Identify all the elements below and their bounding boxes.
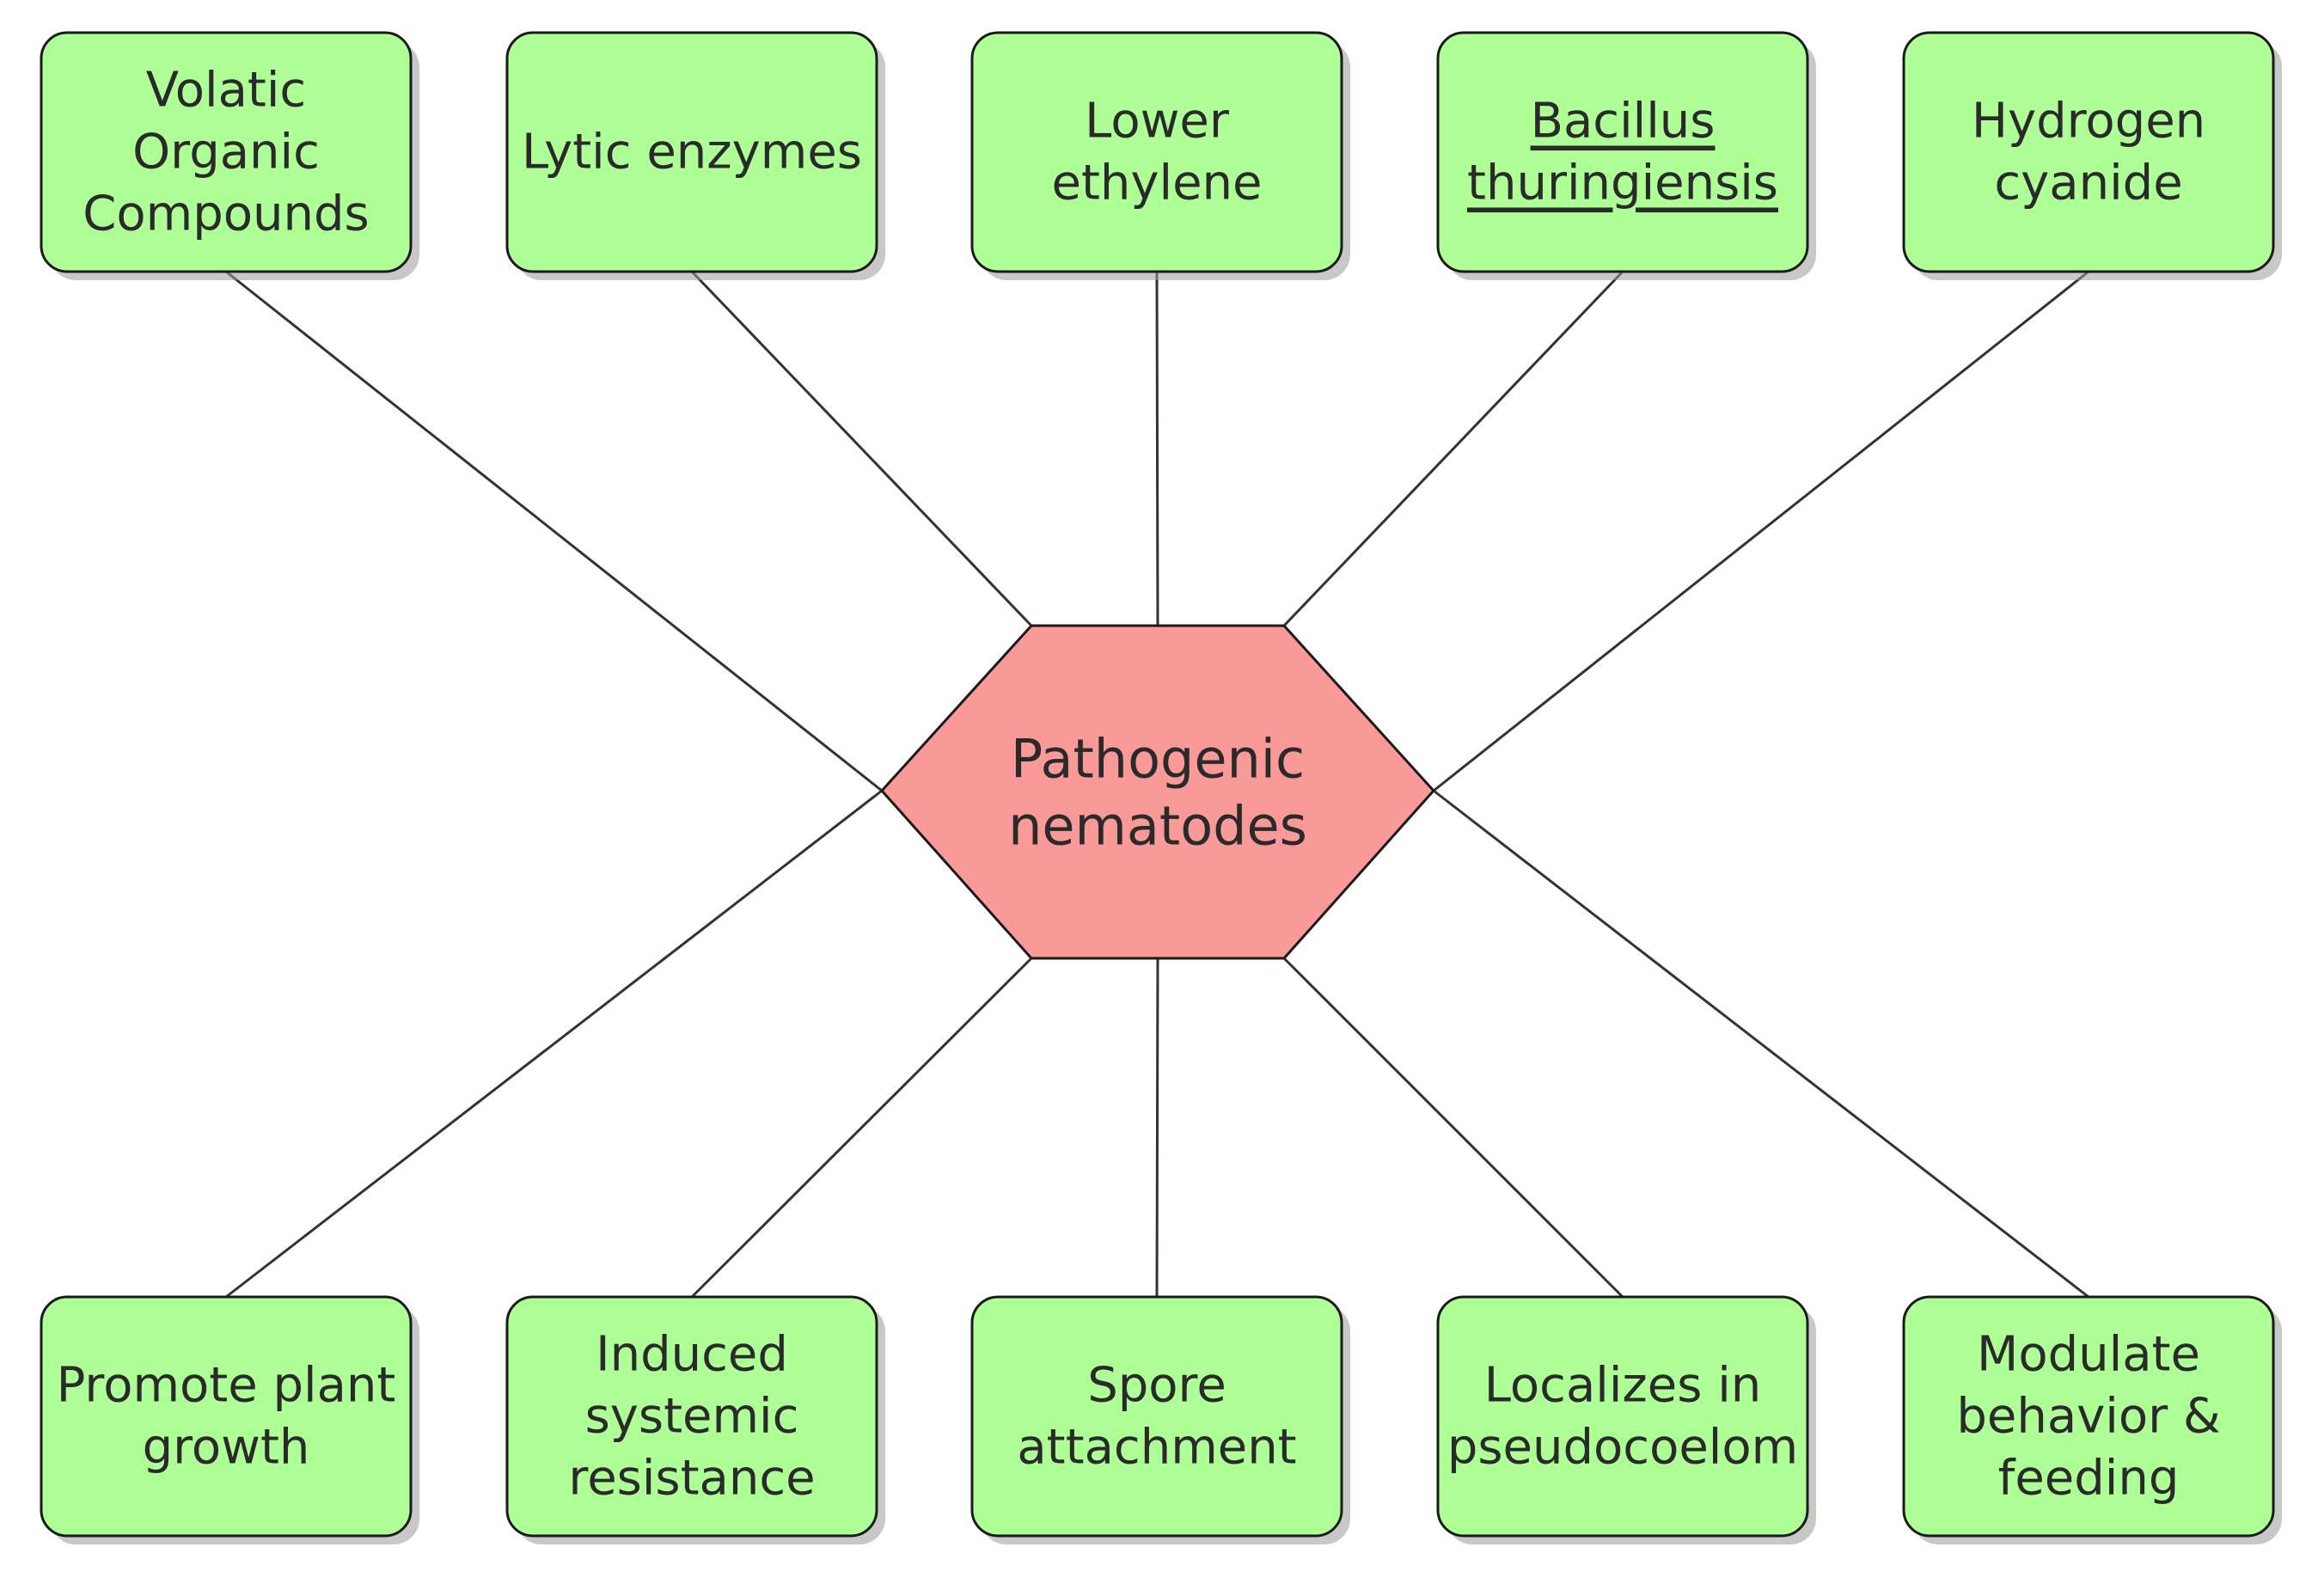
- box-rect-ethylene: [970, 31, 1343, 273]
- box-label-line: Lytic enzymes: [522, 125, 862, 180]
- box-rect-bt: [1436, 31, 1809, 273]
- connector-isr: [690, 957, 1033, 1299]
- connector-pseudocoelom: [1282, 957, 1624, 1299]
- box-rect-isr: [505, 1295, 878, 1538]
- box-label-line: feeding: [1998, 1451, 2180, 1507]
- box-label-line: thuringiensis: [1467, 156, 1778, 211]
- box-rect-pseudocoelom: [1436, 1295, 1809, 1538]
- box-label-line: Hydrogen: [1972, 94, 2205, 150]
- box-label-line: Lower: [1085, 94, 1230, 150]
- box-rect-spore: [970, 1295, 1343, 1538]
- box-rect-growth: [40, 1295, 413, 1538]
- box-label-line: pseudocoelom: [1447, 1420, 1798, 1476]
- center-label-line: nematodes: [1008, 795, 1307, 858]
- box-label-line: Compounds: [83, 187, 369, 242]
- box-label-line: growth: [143, 1420, 310, 1476]
- box-label-line: Organic: [132, 125, 320, 180]
- center-hexagon: [879, 624, 1436, 960]
- box-label-line: resistance: [568, 1451, 815, 1507]
- box-behavior: Modulate behavior & feeding: [1902, 1295, 2275, 1538]
- box-pseudocoelom: Localizes in pseudocoelom: [1436, 1295, 1809, 1538]
- box-label-line: behavior &: [1956, 1389, 2220, 1445]
- box-rect-behavior: [1902, 1295, 2275, 1538]
- box-growth: Promote plant growth: [40, 1295, 413, 1538]
- box-ethylene: Lower ethylene: [970, 31, 1343, 273]
- center-label-line: Pathogenic: [1011, 728, 1305, 791]
- box-hcn: Hydrogen cyanide: [1902, 31, 2275, 273]
- box-rect-hcn: [1902, 31, 2275, 273]
- connector-hcn: [1433, 270, 2089, 792]
- box-label-line: Induced: [596, 1327, 788, 1383]
- box-label-line: cyanide: [1994, 156, 2182, 211]
- connector-ethylene: [1155, 271, 1159, 627]
- box-label-line: systemic: [585, 1389, 799, 1445]
- box-label-line: Modulate: [1977, 1327, 2200, 1383]
- connector-spore: [1155, 957, 1159, 1298]
- box-label-line: ethylene: [1052, 156, 1263, 211]
- box-spore: Spore attachment: [970, 1295, 1343, 1538]
- connector-behavior: [1433, 789, 2089, 1299]
- box-rect-lytic: [505, 31, 878, 273]
- connector-lytic: [690, 270, 1033, 627]
- box-label-line: Bacillus: [1531, 94, 1716, 150]
- box-label-line: attachment: [1017, 1420, 1296, 1476]
- box-lytic: Lytic enzymes: [505, 31, 878, 273]
- connector-bt: [1282, 270, 1624, 627]
- box-label-line: Localizes in: [1484, 1358, 1762, 1414]
- box-label-line: Promote plant: [57, 1358, 396, 1414]
- box-rect-voc: [40, 31, 413, 273]
- connector-layer: [225, 270, 2089, 1299]
- box-label-line: Volatic: [146, 63, 306, 119]
- connector-voc: [225, 270, 883, 792]
- box-label-line: Spore: [1087, 1358, 1226, 1414]
- box-bt: Bacillus thuringiensis: [1436, 31, 1809, 273]
- box-isr: Induced systemic resistance: [505, 1295, 878, 1538]
- connector-growth: [225, 789, 883, 1299]
